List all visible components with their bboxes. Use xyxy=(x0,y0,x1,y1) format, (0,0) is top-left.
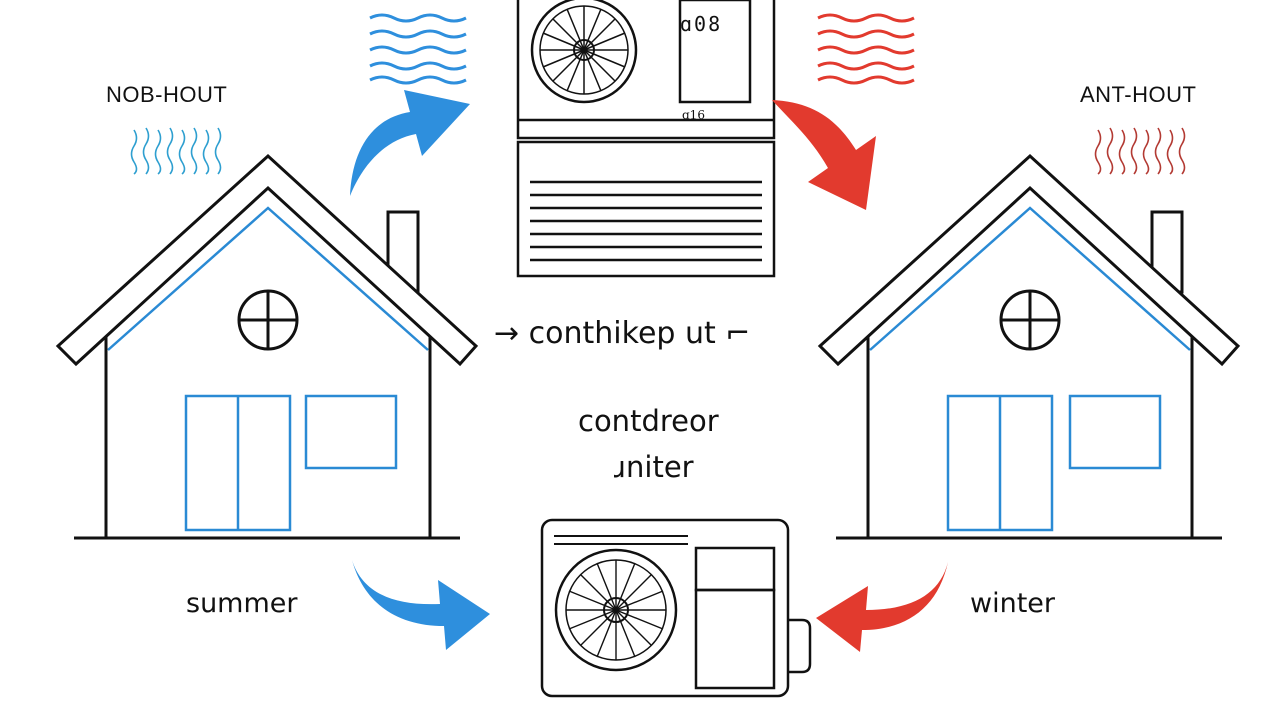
indoor-unit-code: ɑ16 xyxy=(682,108,705,122)
warm-air-waves-icon xyxy=(817,13,915,85)
summer-label: summer xyxy=(186,588,298,619)
arrow-warm-down xyxy=(772,100,876,210)
center-label-line1: contdreor xyxy=(578,404,719,438)
indoor-unit xyxy=(516,0,776,278)
center-flow-label: → conthikep ut ⌐ xyxy=(494,316,751,351)
center-label-line2: ɹniter xyxy=(614,450,694,484)
indoor-unit-display: ɑ08 xyxy=(680,12,723,36)
right-house-heading: ANT-HOUT xyxy=(1080,82,1197,107)
house-left xyxy=(55,153,479,540)
arrow-cool-down xyxy=(352,560,490,650)
winter-label: winter xyxy=(970,588,1055,619)
outdoor-unit xyxy=(540,518,812,698)
fan-icon xyxy=(530,0,638,104)
arrow-cool-up xyxy=(350,90,470,196)
fan-icon xyxy=(554,548,678,672)
attic-window-icon xyxy=(999,289,1061,351)
house-right xyxy=(817,153,1241,540)
cool-air-waves-icon xyxy=(369,13,467,85)
attic-window-icon xyxy=(237,289,299,351)
cool-squiggle-icon xyxy=(130,127,222,175)
warm-squiggle-icon xyxy=(1094,127,1186,175)
left-house-heading: NOB-HOUT xyxy=(106,82,228,107)
arrow-warm-left xyxy=(816,562,948,652)
